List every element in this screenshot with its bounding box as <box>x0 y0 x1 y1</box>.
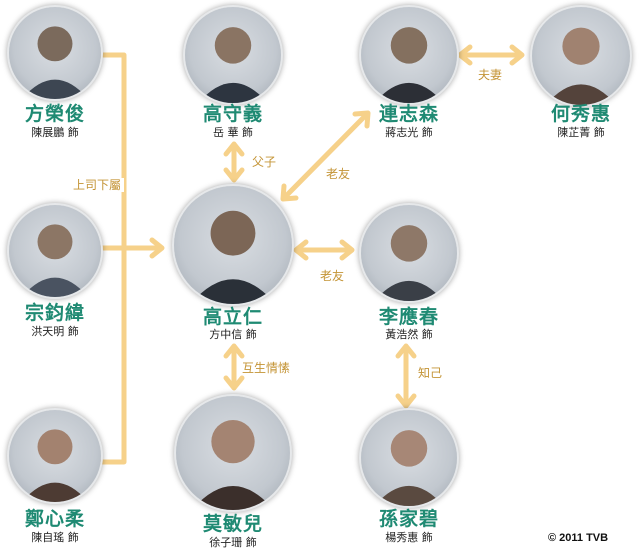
person-silhouette-icon <box>191 419 275 510</box>
name-lee: 李應春 <box>378 306 439 328</box>
portrait-cheng <box>9 410 101 502</box>
person-silhouette-icon <box>545 27 617 105</box>
actor-chung: 洪天明 飾 <box>31 325 79 338</box>
portrait-ko-sau <box>185 7 281 103</box>
name-mok: 莫敏兒 <box>202 513 263 535</box>
portrait-ko-lap <box>174 186 292 304</box>
portrait-mok <box>176 396 290 510</box>
old-friend-diagonal-line <box>282 112 369 200</box>
portrait-lin <box>361 7 457 103</box>
person-silhouette-icon <box>21 26 89 99</box>
relation-couple-label: 夫妻 <box>478 68 503 82</box>
actor-fong: 陳展鵬 飾 <box>31 126 79 139</box>
actor-suen: 楊秀惠 飾 <box>385 531 433 544</box>
relation-confidant-label: 知己 <box>418 366 443 380</box>
portrait-suen <box>361 410 457 506</box>
actor-ko-lap: 方中信 飾 <box>209 328 257 341</box>
name-cheng: 鄭心柔 <box>24 508 85 530</box>
portrait-ho <box>532 7 630 105</box>
arrowhead-right <box>149 237 165 259</box>
person-silhouette-icon <box>374 430 444 506</box>
actor-lin: 蔣志光 飾 <box>385 126 433 139</box>
actor-lee: 黃浩然 飾 <box>385 328 433 341</box>
relation-superior-label: 上司下屬 <box>70 178 125 192</box>
bracket-line <box>97 52 127 465</box>
name-fong: 方榮俊 <box>24 103 85 125</box>
actor-ko-sau: 岳 華 飾 <box>213 126 253 139</box>
person-silhouette-icon <box>374 225 444 301</box>
relation-old-friend-lin-label: 老友 <box>326 167 351 181</box>
name-ko-lap: 高立仁 <box>202 306 263 328</box>
name-suen: 孫家碧 <box>378 508 439 530</box>
copyright-notice: © 2011 TVB <box>548 532 609 544</box>
person-silhouette-icon <box>374 27 444 103</box>
person-silhouette-icon <box>21 224 89 297</box>
name-ho: 何秀惠 <box>550 103 611 125</box>
actor-cheng: 陳自瑤 飾 <box>31 531 79 544</box>
name-lin: 連志森 <box>378 103 439 125</box>
name-ko-sau: 高守義 <box>202 103 263 125</box>
person-silhouette-icon <box>190 210 276 304</box>
actor-mok: 徐子珊 飾 <box>209 536 257 549</box>
portrait-fong <box>9 7 101 99</box>
actor-ho: 陳芷菁 飾 <box>557 126 605 139</box>
relation-mutual-label: 互生情愫 <box>242 361 291 375</box>
person-silhouette-icon <box>198 27 268 103</box>
portrait-chung <box>9 205 101 297</box>
relation-old-friend-lee-label: 老友 <box>320 269 345 283</box>
name-chung: 宗鈞緯 <box>24 302 85 324</box>
relation-father-son-label: 父子 <box>252 155 277 169</box>
person-silhouette-icon <box>21 429 89 502</box>
portrait-lee <box>361 205 457 301</box>
